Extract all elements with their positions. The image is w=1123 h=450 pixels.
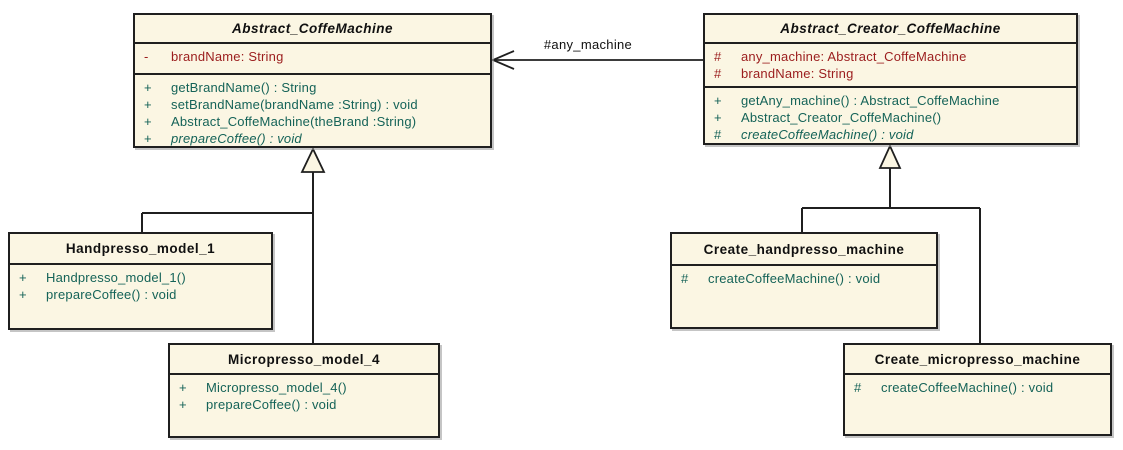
class-title: Handpresso_model_1 [10, 234, 271, 265]
class-handpresso-model-1[interactable]: Handpresso_model_1 + Handpresso_model_1(… [8, 232, 273, 330]
method-row-abstract: # createCoffeeMachine() : void [714, 127, 914, 142]
association-label-any-machine: #any_machine [543, 37, 633, 52]
visibility-public-icon: + [714, 93, 722, 108]
visibility-protected-icon: # [714, 49, 722, 64]
method-row: + prepareCoffee() : void [19, 287, 177, 302]
method-row: + setBrandName(brandName :String) : void [144, 97, 418, 112]
method-row-abstract: + prepareCoffee() : void [144, 131, 302, 146]
attribute-row: # any_machine: Abstract_CoffeMachine [714, 49, 967, 64]
attributes-compartment: - brandName: String [135, 44, 490, 75]
visibility-protected-icon: # [714, 127, 722, 142]
attribute-row: - brandName: String [144, 49, 284, 64]
methods-compartment: + Micropresso_model_4() + prepareCoffee(… [170, 375, 438, 415]
method-row: # createCoffeeMachine() : void [854, 380, 1054, 395]
visibility-private-icon: - [144, 49, 149, 64]
generalization-left-edges [141, 146, 326, 343]
visibility-public-icon: + [19, 270, 27, 285]
class-title: Create_handpresso_machine [672, 234, 936, 266]
method-row: # createCoffeeMachine() : void [681, 271, 881, 286]
method-row: + Handpresso_model_1() [19, 270, 186, 285]
class-title: Micropresso_model_4 [170, 345, 438, 375]
generalization-triangle-icon [300, 146, 326, 173]
method-row: + Abstract_Creator_CoffeMachine() [714, 110, 942, 125]
visibility-protected-icon: # [854, 380, 862, 395]
method-row: + Micropresso_model_4() [179, 380, 347, 395]
attribute-row: # brandName: String [714, 66, 854, 81]
method-row: + Abstract_CoffeMachine(theBrand :String… [144, 114, 417, 129]
method-row: + prepareCoffee() : void [179, 397, 337, 412]
method-row: + getBrandName() : String [144, 80, 317, 95]
methods-compartment: + getAny_machine() : Abstract_CoffeMachi… [705, 88, 1076, 145]
open-arrowhead-icon [490, 50, 515, 70]
attributes-compartment: # any_machine: Abstract_CoffeMachine # b… [705, 44, 1076, 88]
methods-compartment: + Handpresso_model_1() + prepareCoffee()… [10, 265, 271, 305]
methods-compartment: # createCoffeeMachine() : void [672, 266, 936, 289]
visibility-public-icon: + [19, 287, 27, 302]
generalization-triangle-icon [878, 143, 902, 169]
visibility-public-icon: + [714, 110, 722, 125]
visibility-public-icon: + [144, 80, 152, 95]
class-abstract-creator-coffemachine[interactable]: Abstract_Creator_CoffeMachine # any_mach… [703, 13, 1078, 145]
visibility-public-icon: + [179, 397, 187, 412]
association-any-machine-edge [490, 50, 703, 70]
class-title: Abstract_Creator_CoffeMachine [705, 15, 1076, 44]
visibility-public-icon: + [144, 131, 152, 146]
visibility-public-icon: + [179, 380, 187, 395]
generalization-right-edges [801, 143, 981, 343]
methods-compartment: # createCoffeeMachine() : void [845, 375, 1110, 398]
method-row: + getAny_machine() : Abstract_CoffeMachi… [714, 93, 1000, 108]
methods-compartment: + getBrandName() : String + setBrandName… [135, 75, 490, 149]
visibility-public-icon: + [144, 114, 152, 129]
visibility-protected-icon: # [681, 271, 689, 286]
class-create-handpresso-machine[interactable]: Create_handpresso_machine # createCoffee… [670, 232, 938, 329]
class-micropresso-model-4[interactable]: Micropresso_model_4 + Micropresso_model_… [168, 343, 440, 438]
visibility-protected-icon: # [714, 66, 722, 81]
visibility-public-icon: + [144, 97, 152, 112]
class-abstract-coffemachine[interactable]: Abstract_CoffeMachine - brandName: Strin… [133, 13, 492, 148]
class-title: Create_micropresso_machine [845, 345, 1110, 375]
class-title: Abstract_CoffeMachine [135, 15, 490, 44]
class-create-micropresso-machine[interactable]: Create_micropresso_machine # createCoffe… [843, 343, 1112, 436]
